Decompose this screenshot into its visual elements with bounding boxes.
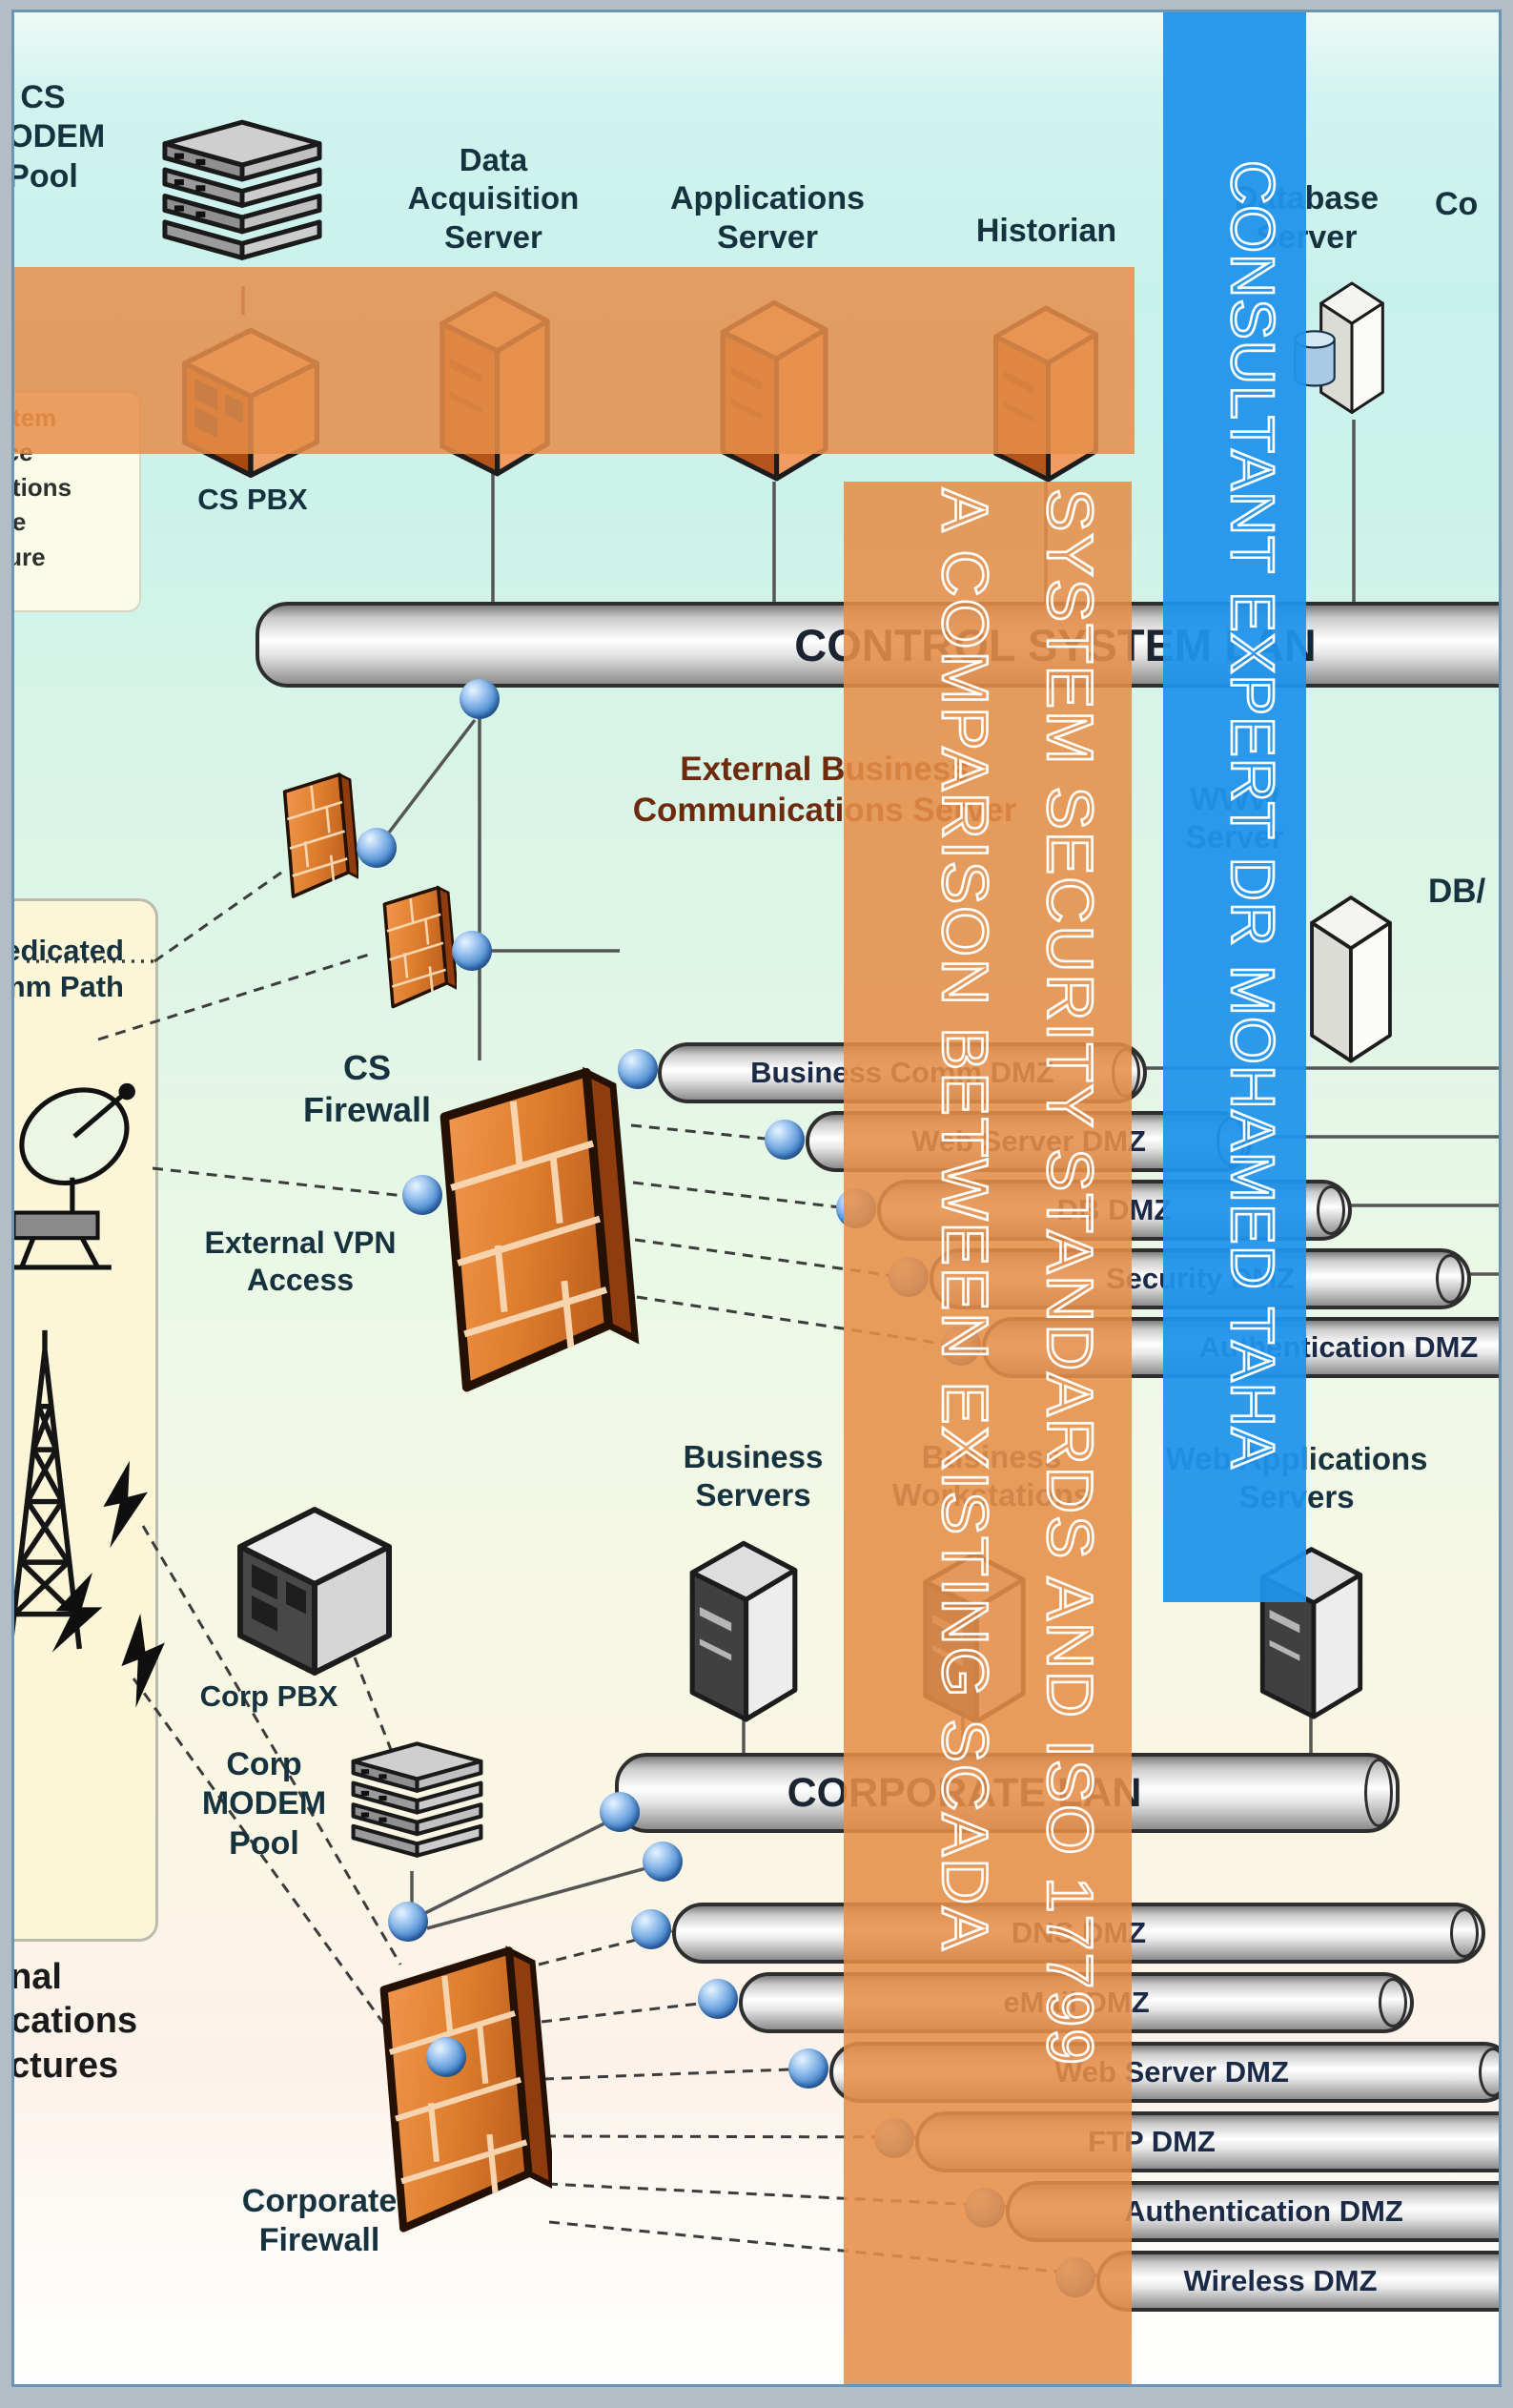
blue-author-stripe <box>1163 8 1306 1602</box>
connector-node <box>698 1979 738 2019</box>
orange-title-stripe <box>844 482 1132 2408</box>
cs-pbx-label: CS PBX <box>197 483 308 516</box>
connector-node <box>765 1120 805 1160</box>
book-title-line-2: SYSTEM SECURITY STANDARDS AND ISO 17799 <box>1033 487 1108 2068</box>
connector-node <box>402 1175 442 1215</box>
corner-label-partial: Co <box>1435 186 1479 222</box>
connector-node <box>618 1049 658 1089</box>
historian-label: Historian <box>975 213 1117 249</box>
www-server-icon <box>1295 879 1407 1070</box>
external-vpn-access-label: External VPN Access <box>204 1225 397 1298</box>
corp-modem-pool-label: Corp MODEM Pool <box>201 1746 327 1862</box>
satellite-dish-icon <box>0 1066 154 1271</box>
firewall-small-1-icon <box>273 750 358 923</box>
cs-firewall-label: CS Firewall <box>302 1048 432 1129</box>
connector-node <box>357 828 397 868</box>
wireless-dmz-label: Wireless DMZ <box>1183 2264 1378 2297</box>
firewall-small-2-icon <box>373 875 457 1020</box>
wireless-dmz-pipe: Wireless DMZ <box>1096 2251 1513 2312</box>
connector-node <box>452 931 492 971</box>
data-acquisition-server-label: Data Acquisition Server <box>407 142 580 255</box>
connector-node <box>788 2048 828 2089</box>
external-infrastructure-box <box>0 898 158 1942</box>
cs-modem-pool-icon <box>141 98 343 275</box>
connector-node <box>460 679 500 719</box>
applications-server-label: Applications Server <box>669 180 866 257</box>
corp-pbx-icon <box>229 1492 400 1678</box>
db-slash-label: DB/ <box>1428 873 1486 910</box>
book-author: CONSULTANT EXPERT DR MOHAMED TAHA <box>1217 159 1289 1471</box>
connector-node <box>426 2037 466 2077</box>
book-title-line-1: A COMPARISON BETWEEN EXISTING SCADA <box>928 487 1003 1953</box>
corp-pbx-label: Corp PBX <box>199 1679 338 1713</box>
external-comm-infrastructures-label: External Communications Infrastructures <box>0 1957 138 2086</box>
business-server-icon <box>672 1529 815 1724</box>
orange-horizontal-band <box>0 267 1135 454</box>
connector-node <box>388 1902 428 1942</box>
lightning-bolt-icon <box>100 1459 153 1550</box>
dedicated-comm-path-label: Dedicated Comm Path <box>0 934 124 1003</box>
business-servers-label: Business Servers <box>683 1439 824 1513</box>
connector-node <box>600 1792 640 1832</box>
corporate-firewall-label: Corporate Firewall <box>241 2183 398 2259</box>
authentication-dmz-lower-label: Authentication DMZ <box>1124 2194 1403 2228</box>
cs-modem-pool-label: CS MODEM Pool <box>0 79 106 195</box>
connector-node <box>631 1909 671 1949</box>
connector-node <box>643 1842 683 1882</box>
ftp-dmz-label: FTP DMZ <box>1088 2125 1216 2158</box>
